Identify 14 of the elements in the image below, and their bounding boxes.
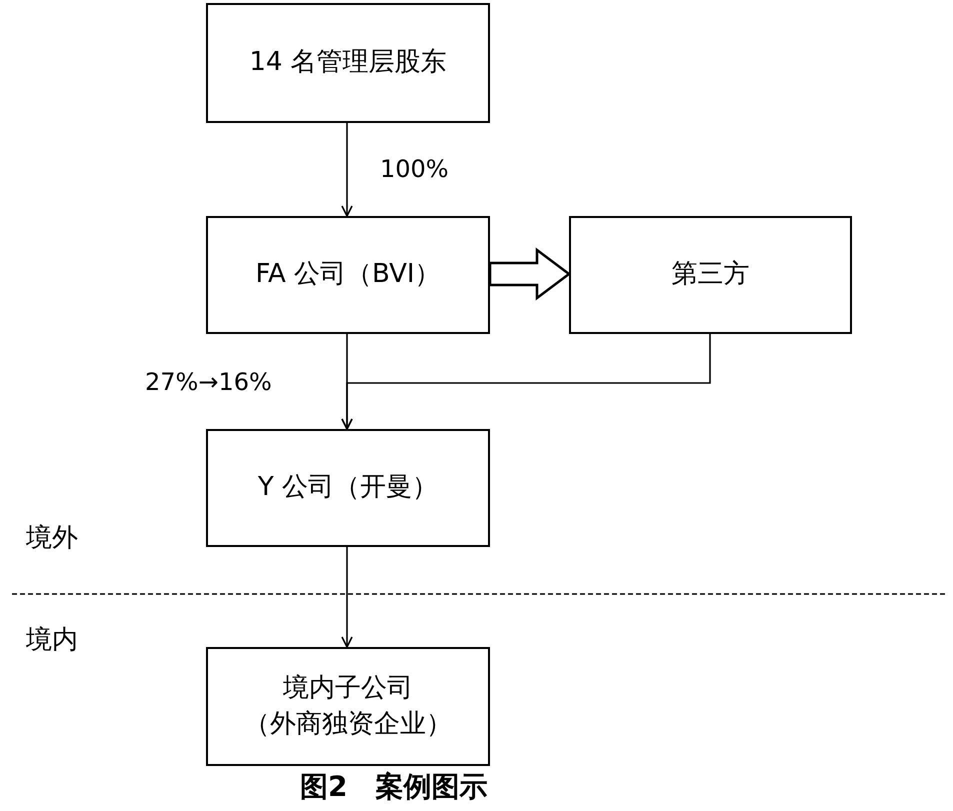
box-text: 14 名管理层股东	[249, 46, 447, 80]
arrow	[341, 547, 353, 648]
arrow	[341, 123, 353, 217]
box-text: 境内子公司（外商独资企业）	[243, 672, 453, 740]
entity-box	[569, 216, 852, 334]
block-arrow	[488, 248, 572, 300]
entity-box	[206, 216, 490, 334]
box-text: FA 公司（BVI）	[255, 258, 441, 292]
entity-box	[206, 647, 490, 766]
box-text: Y 公司（开曼）	[258, 471, 438, 504]
box-text: 第三方	[672, 258, 750, 292]
entity-box	[206, 3, 490, 123]
entity-box	[206, 429, 490, 547]
arrow	[341, 334, 353, 430]
